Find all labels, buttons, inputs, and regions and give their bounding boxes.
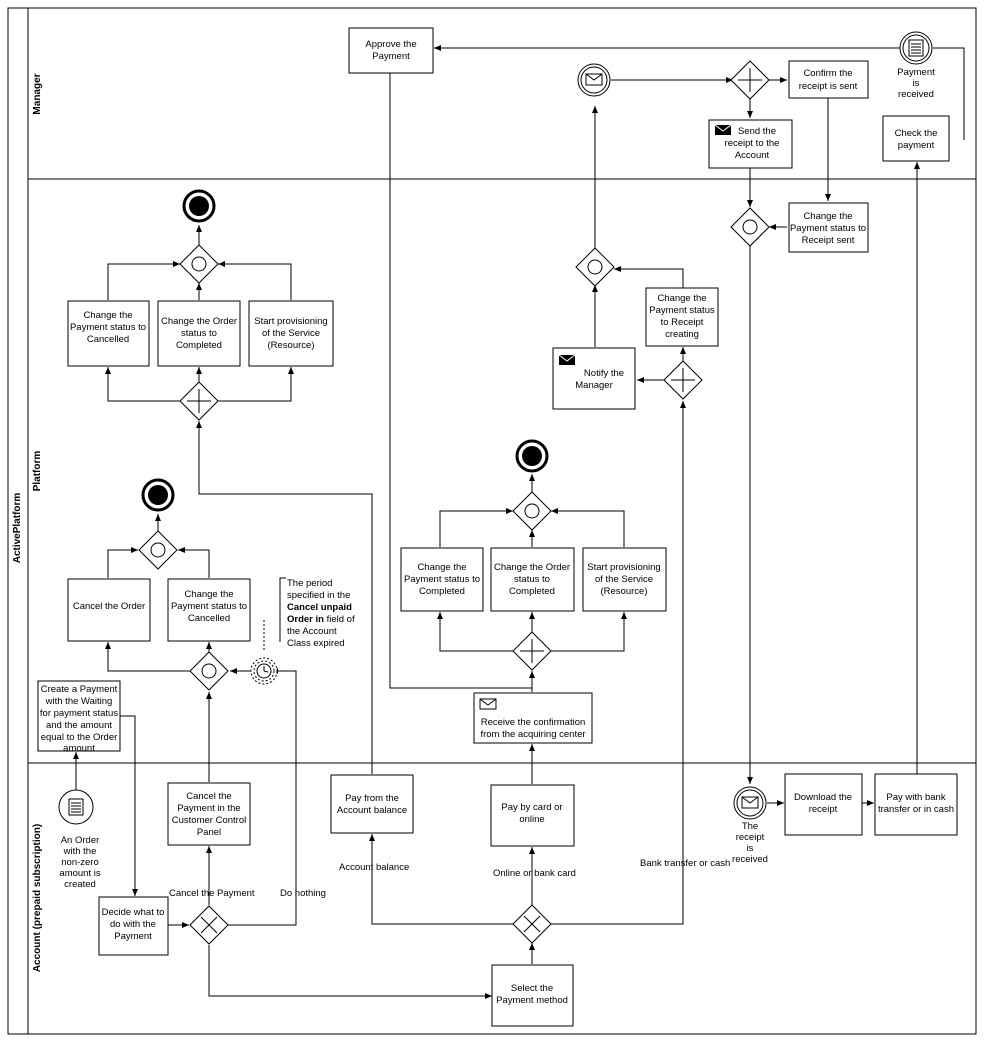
envelope-icon (558, 354, 576, 365)
merge-gateway-mid-right (512, 491, 552, 531)
document-list-icon (68, 798, 84, 816)
parallel-gateway-receipt-creating (663, 360, 703, 400)
document-list-icon (908, 39, 924, 57)
task-cancel-order[interactable]: Cancel the Order (67, 578, 151, 642)
intermediate-message-event-manager (577, 63, 611, 97)
label-cancel-payment: Cancel the Payment (169, 888, 255, 899)
lane-label-account: Account (prepaid subscription) (32, 824, 43, 972)
merge-gateway-notify (575, 247, 615, 287)
timer-annotation: The period specified in the Cancel unpai… (287, 578, 357, 649)
envelope-icon (714, 124, 732, 135)
lane-label-platform: Platform (32, 451, 43, 492)
parallel-gateway-top-left (179, 381, 219, 421)
envelope-outline-icon (479, 698, 497, 710)
sequence-flows (73, 45, 965, 999)
label-bank-cash: Bank transfer or cash (640, 858, 730, 869)
svg-text:Cancel the Order: Cancel the Order (73, 601, 145, 612)
envelope-icon (741, 796, 759, 809)
end-event-mid-right (515, 439, 549, 473)
label-account-balance: Account balance (339, 862, 409, 873)
timer-event (250, 657, 278, 685)
label-online-card: Online or bank card (493, 868, 576, 879)
flow-labels: Cancel the Payment Do nothing Account ba… (169, 858, 730, 899)
label-do-nothing: Do nothing (280, 888, 326, 899)
event-gateway-cancel-or-timer (189, 651, 229, 691)
exclusive-gateway-decide (189, 905, 229, 945)
parallel-gateway-manager (730, 60, 770, 100)
merge-gateway-top-left (179, 244, 219, 284)
clock-icon (256, 663, 272, 679)
envelope-icon (585, 73, 603, 86)
end-event-cancel (141, 478, 175, 512)
merge-gateway-cancel (138, 530, 178, 570)
pool-label: ActivePlatform (12, 493, 23, 564)
pool: ActivePlatform (7, 7, 977, 1035)
merge-gateway-receipt-sent (730, 207, 770, 247)
svg-text:The period specified in: The period specified in the Cancel unpai… (287, 578, 357, 649)
lane-label-manager: Manager (32, 73, 43, 114)
exclusive-gateway-method (512, 904, 552, 944)
parallel-gateway-mid-right (512, 631, 552, 671)
gateways (138, 60, 770, 945)
end-event-top-left (182, 189, 216, 223)
